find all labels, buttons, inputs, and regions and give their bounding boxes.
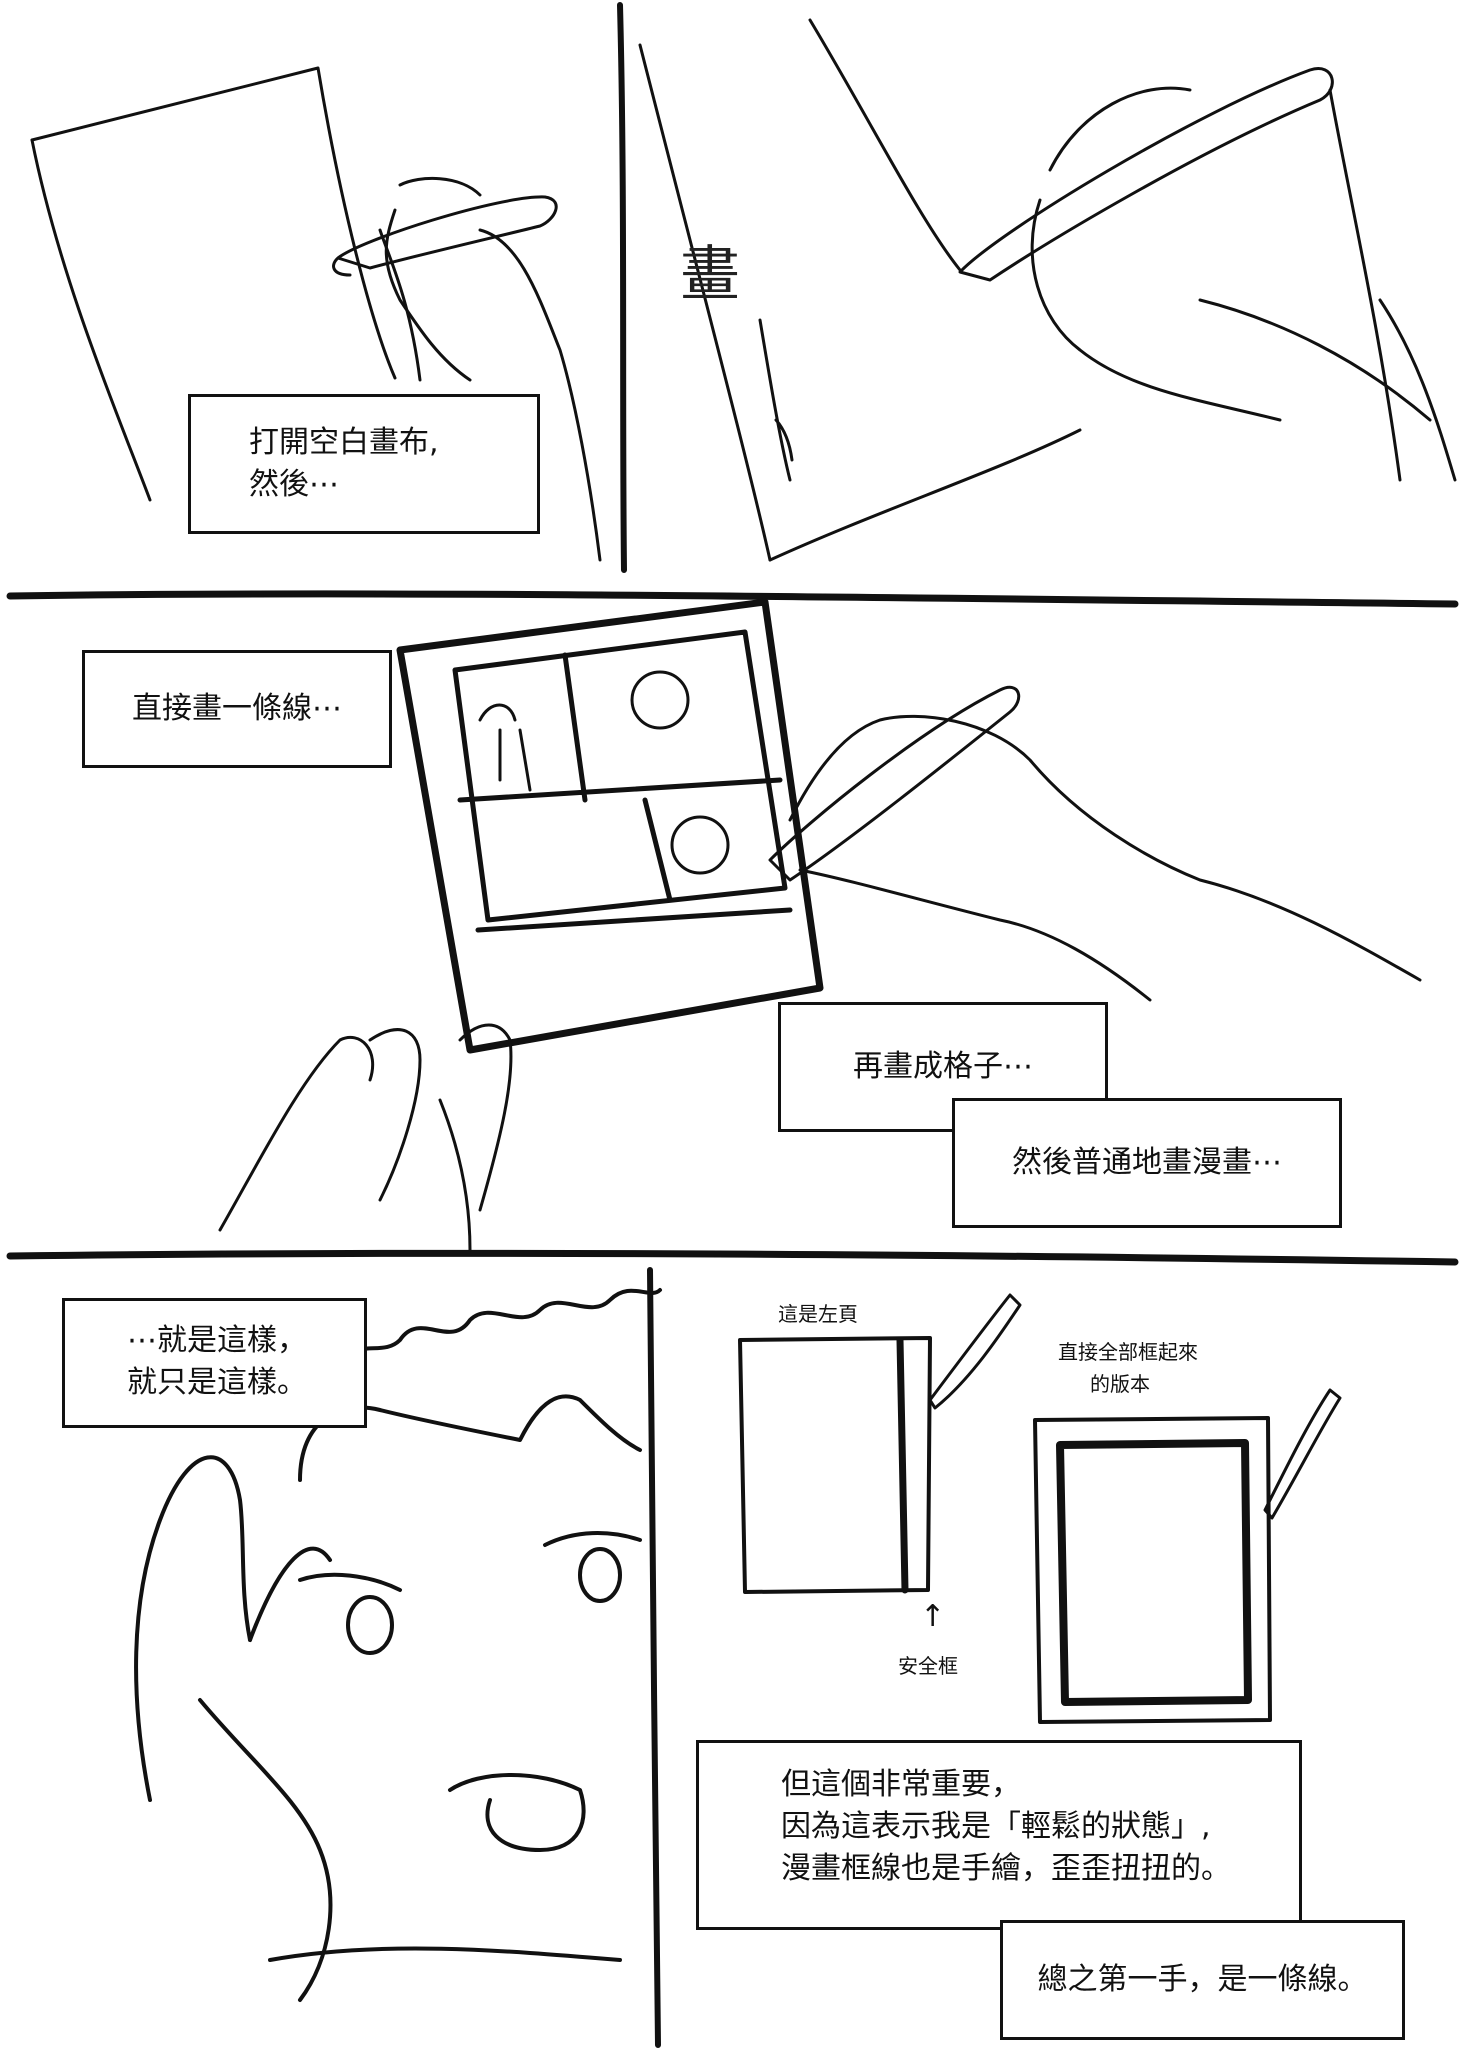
tablet-frame	[396, 598, 824, 1054]
caption-important-line3: 漫畫框線也是手繪，歪歪扭扭的。	[781, 1851, 1231, 1886]
pen-diagram1	[928, 1293, 1022, 1410]
pen-panel1	[336, 195, 558, 270]
caption-draw-line: 直接畫一條線⋯	[132, 691, 342, 726]
caption-panel1-line2: 然後⋯	[249, 467, 339, 502]
caption-thats-it-line1: ⋯就是這樣，	[127, 1323, 307, 1358]
drawn-line	[758, 318, 794, 482]
tablet-screen	[452, 629, 788, 923]
gutter-bottom-vertical	[647, 1267, 661, 2048]
eye-left	[346, 1595, 394, 1655]
caption-important-line2: 因為這表示我是「輕鬆的狀態」,	[781, 1809, 1211, 1844]
hand-panel1	[384, 176, 602, 562]
stylus-panel3	[768, 686, 1021, 882]
paper-sheet	[30, 66, 397, 380]
full-frame-page	[1033, 1416, 1272, 1724]
label-left-page: 這是左頁	[778, 1302, 858, 1326]
pen-diagram2	[1263, 1388, 1342, 1520]
caption-box-first-stroke: 總之第一手，是一條線。	[1000, 1920, 1405, 2040]
gutter-top-vertical	[617, 2, 627, 573]
brows	[298, 1531, 642, 1592]
tiny-figures	[478, 703, 532, 792]
caption-box-draw-line: 直接畫一條線⋯	[82, 650, 392, 768]
hand-right-panel3	[788, 714, 1422, 1002]
left-page-diagram	[738, 1336, 932, 1594]
label-safe-frame: 安全框	[898, 1654, 958, 1678]
comic-grid	[457, 652, 793, 933]
caption-first-stroke: 總之第一手，是一條線。	[1037, 1962, 1368, 1997]
pen-panel2	[958, 67, 1334, 282]
head-top	[318, 1288, 662, 1382]
caption-panel1-line1: 打開空白畫布,	[249, 425, 439, 460]
caption-box-important: 但這個非常重要， 因為這表示我是「輕鬆的狀態」, 漫畫框線也是手繪，歪歪扭扭的。	[696, 1740, 1302, 1930]
caption-important-line1: 但這個非常重要，	[781, 1767, 1021, 1802]
mouth	[448, 1773, 586, 1852]
hand-on-face	[134, 1455, 333, 2002]
hand-left-panel3	[218, 1023, 513, 1252]
chin-line	[268, 1946, 622, 1962]
hand-panel2	[1030, 86, 1432, 422]
caption-box-thats-it: ⋯就是這樣， 就只是這樣。	[62, 1298, 367, 1428]
gutter-row2	[6, 1249, 1459, 1266]
full-frame-border	[1056, 1439, 1252, 1706]
gutter-row1	[6, 590, 1459, 608]
caption-draw-comic: 然後普通地畫漫畫⋯	[1012, 1145, 1282, 1180]
safe-frame-arrow: ↑	[920, 1599, 946, 1634]
caption-draw-grid: 再畫成格子⋯	[853, 1049, 1033, 1084]
paper-edge-left	[638, 43, 772, 562]
written-character: 畫	[680, 240, 740, 310]
caption-box-panel1: 打開空白畫布, 然後⋯	[188, 394, 540, 534]
label-full-frame-line1: 直接全部框起來	[1058, 1340, 1198, 1364]
eye-right	[578, 1547, 622, 1603]
caption-thats-it-line2: 就只是這樣。	[127, 1365, 307, 1400]
paper-edge-bottom	[768, 428, 1082, 562]
label-full-frame-line2: 的版本	[1090, 1372, 1150, 1396]
safe-frame-line	[896, 1336, 909, 1594]
caption-box-draw-comic: 然後普通地畫漫畫⋯	[952, 1098, 1342, 1228]
